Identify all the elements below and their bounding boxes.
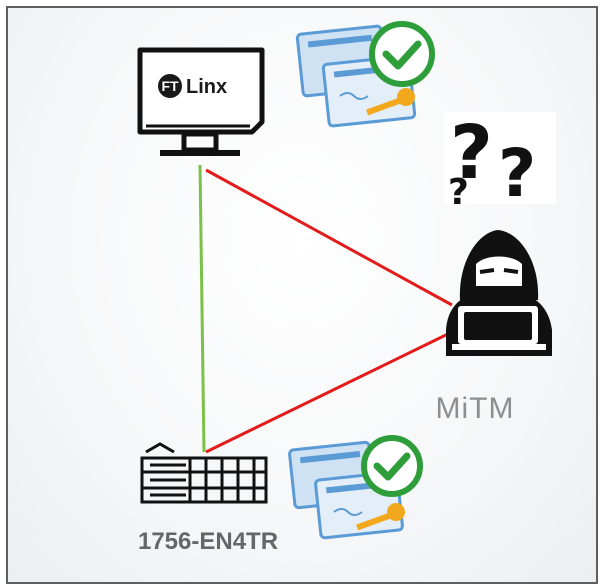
question-bg [444, 112, 556, 204]
certificate-key-icon [288, 440, 405, 540]
question-marks-icon: ? ? ? [448, 110, 536, 213]
attack-link-top-line [205, 168, 453, 307]
trusted-link-line [198, 164, 206, 453]
monitor-icon [137, 47, 265, 156]
svg-text:?: ? [498, 135, 536, 212]
logo-badge-text: FT [161, 78, 179, 94]
plc-module-icon [140, 442, 268, 504]
hacker-laptop-icon [446, 230, 552, 356]
device-label: 1756-EN4TR [137, 528, 279, 555]
svg-text:?: ? [448, 172, 469, 213]
attack-link-bottom-line [205, 330, 453, 454]
logo-text: Linx [186, 76, 227, 98]
svg-text:?: ? [450, 110, 493, 196]
check-circle-icon [369, 21, 435, 87]
ft-linx-logo: FT Linx [158, 74, 227, 98]
check-circle-icon [361, 435, 423, 497]
attacker-label: MiTM [435, 392, 515, 425]
